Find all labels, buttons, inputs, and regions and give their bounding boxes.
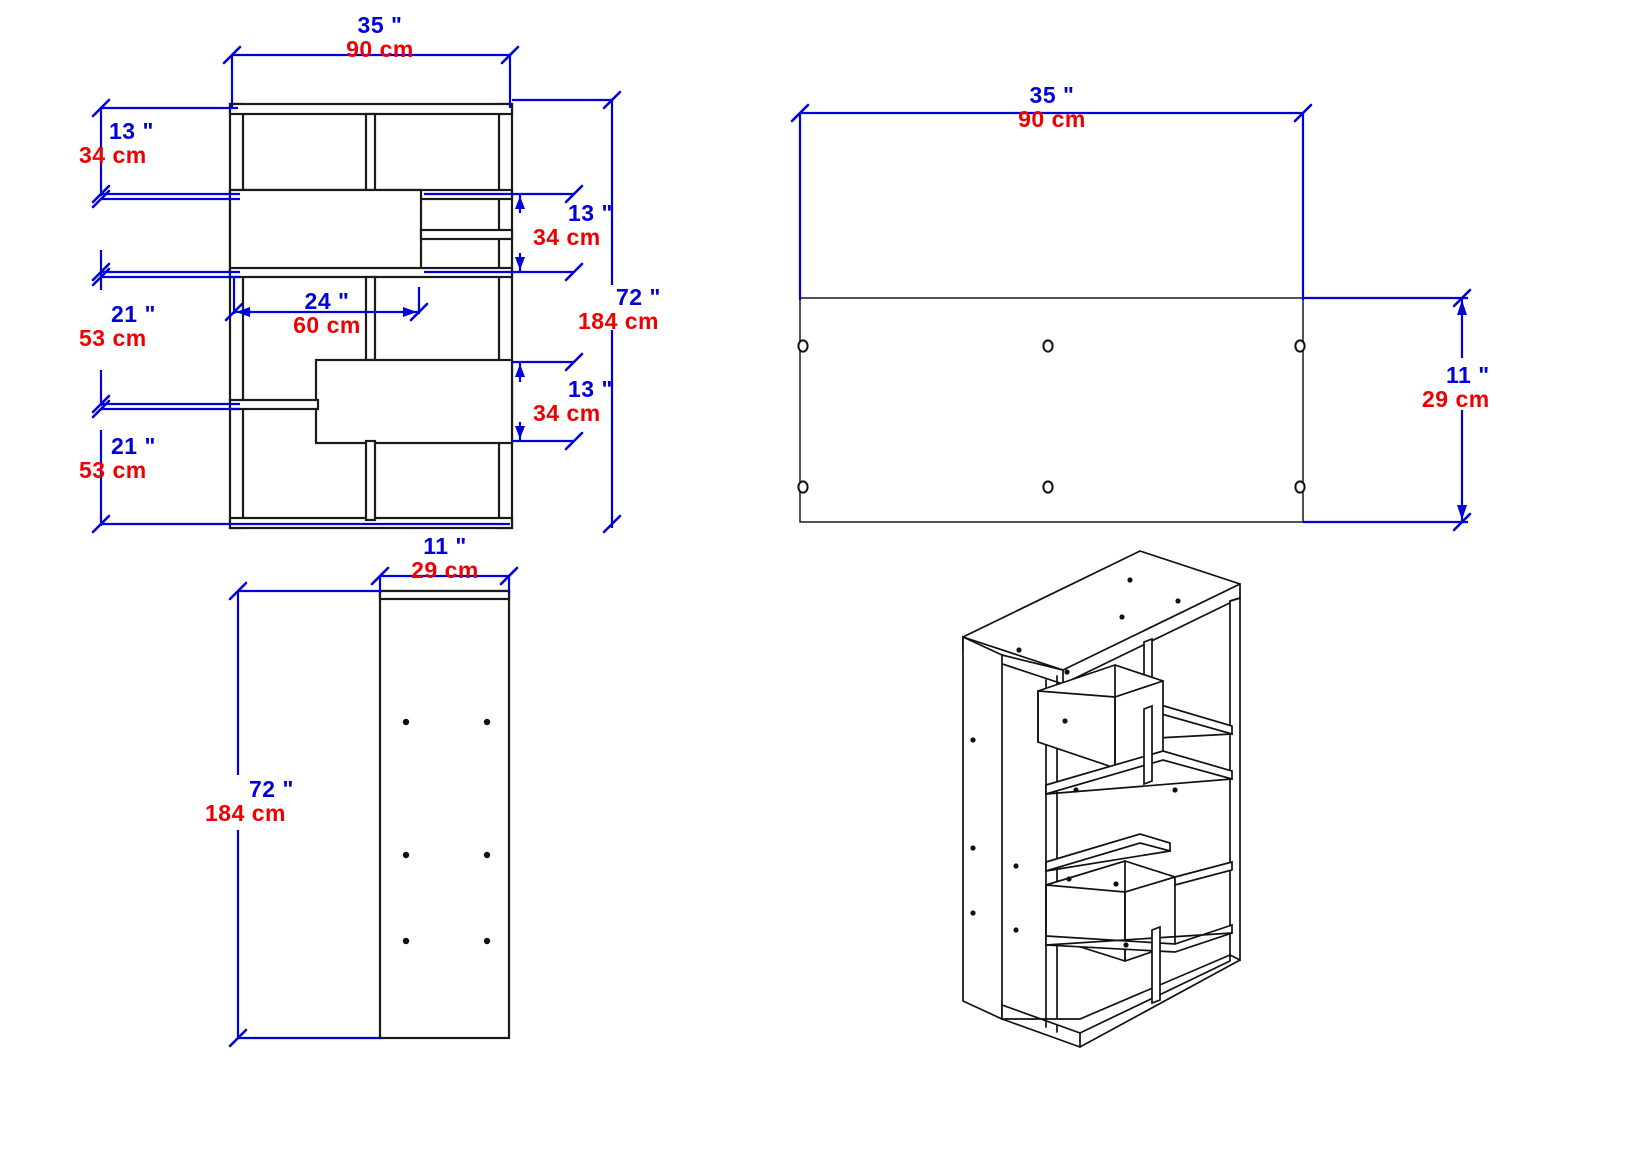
dowel-hole (1294, 480, 1306, 494)
front-total-height-dimension-label: 72 " 184 cm (578, 284, 708, 334)
dowel-hole (1175, 598, 1181, 604)
front-dimension-lines (91, 45, 622, 534)
front-right-lower-imperial: 13 " (568, 376, 613, 402)
side-panel-dimension-lines (228, 566, 519, 1048)
front-left-seg2-dimension-label: 21 " 53 cm (79, 301, 229, 351)
isometric-view-geometry (962, 550, 1241, 1048)
dowel-hole (1042, 480, 1054, 494)
top-panel-depth-metric: 29 cm (1422, 385, 1490, 412)
dowel-hole (1123, 942, 1129, 948)
front-right-upper-metric: 34 cm (533, 223, 601, 250)
front-shelf-short-lower (228, 398, 320, 411)
front-left-seg2-imperial: 21 " (111, 301, 156, 327)
front-protruding-box-lower (314, 358, 514, 445)
iso-shelf-row3-right (1174, 860, 1233, 887)
front-divider-lower (364, 439, 377, 522)
front-left-seg3-imperial: 21 " (111, 433, 156, 459)
dowel-hole (1294, 339, 1306, 353)
iso-divider-lower (1151, 925, 1161, 1005)
side-panel-depth-metric: 29 cm (411, 556, 479, 583)
iso-divider-middle (1143, 704, 1153, 786)
side-panel-depth-imperial: 11 " (423, 533, 467, 559)
front-top-panel (228, 102, 514, 116)
top-panel-width-dimension-label: 35 " 90 cm (972, 82, 1132, 132)
top-panel-width-imperial: 35 " (1029, 82, 1075, 108)
front-right-side-panel (497, 102, 514, 530)
top-panel-depth-dimension-label: 11 " 29 cm (1422, 362, 1572, 412)
front-right-lower-dimension-label: 13 " 34 cm (533, 376, 673, 426)
dowel-hole (1042, 339, 1054, 353)
front-left-side-panel (228, 102, 245, 530)
front-left-seg3-metric: 53 cm (79, 456, 147, 483)
front-width-imperial: 35 " (357, 12, 403, 38)
iso-left-side-panel (962, 635, 1003, 1021)
front-left-seg1-dimension-label: 13 " 34 cm (79, 118, 219, 168)
iso-shelf-row2 (1045, 750, 1233, 796)
dowel-hole (797, 339, 809, 353)
dowel-hole (1064, 669, 1070, 675)
front-right-lower-metric: 34 cm (533, 399, 601, 426)
side-panel-geometry (378, 589, 511, 1040)
side-panel-top-edge (378, 589, 511, 601)
dowel-hole (1013, 927, 1019, 933)
dowel-hole (483, 851, 491, 859)
front-left-seg1-metric: 34 cm (79, 141, 147, 168)
front-width-metric: 90 cm (346, 35, 414, 62)
top-panel-geometry (797, 297, 1306, 523)
dowel-hole (483, 718, 491, 726)
front-shelf-short-upper (419, 228, 514, 241)
dowel-hole (402, 851, 410, 859)
front-elevation-geometry (228, 102, 514, 530)
dowel-hole (402, 718, 410, 726)
front-divider-upper (364, 112, 377, 194)
front-left-seg2-metric: 53 cm (79, 324, 147, 351)
iso-bottom-board (1001, 953, 1231, 1034)
front-left-seg1-imperial: 13 " (109, 118, 154, 144)
front-right-upper-imperial: 13 " (568, 200, 613, 226)
front-total-height-imperial: 72 " (616, 284, 661, 310)
dowel-hole (970, 737, 976, 743)
front-shelf-width-metric: 60 cm (293, 311, 361, 338)
dowel-hole (970, 910, 976, 916)
dowel-hole (1066, 876, 1072, 882)
dowel-hole (797, 480, 809, 494)
front-shelf-width-dimension-label: 24 " 60 cm (247, 288, 407, 338)
iso-top-board (962, 550, 1241, 685)
dowel-hole (1172, 787, 1178, 793)
front-right-upper-dimension-label: 13 " 34 cm (533, 200, 673, 250)
front-protruding-box-upper (228, 188, 423, 274)
front-width-dimension-label: 35 " 90 cm (300, 12, 460, 62)
dowel-hole (1062, 718, 1068, 724)
side-panel-height-dimension-label: 72 " 184 cm (205, 776, 365, 826)
dowel-hole (1016, 647, 1022, 653)
top-panel-depth-imperial: 11 " (1446, 362, 1490, 388)
front-left-seg3-dimension-label: 21 " 53 cm (79, 433, 229, 483)
side-panel-height-imperial: 72 " (249, 776, 294, 802)
dowel-hole (483, 937, 491, 945)
front-total-height-metric: 184 cm (578, 307, 660, 334)
side-panel-depth-dimension-label: 11 " 29 cm (365, 533, 525, 583)
top-panel-width-metric: 90 cm (1018, 105, 1086, 132)
dowel-hole (1127, 577, 1133, 583)
side-panel-height-metric: 184 cm (205, 799, 287, 826)
dowel-hole (1013, 863, 1019, 869)
dowel-hole (1113, 881, 1119, 887)
side-panel-outline (378, 589, 511, 1040)
dowel-hole (402, 937, 410, 945)
dowel-hole (970, 845, 976, 851)
top-panel-outline (799, 297, 1304, 523)
dowel-hole (1073, 787, 1079, 793)
dowel-hole (1119, 614, 1125, 620)
top-panel-dimension-lines (790, 103, 1472, 532)
front-shelf-width-imperial: 24 " (304, 288, 350, 314)
